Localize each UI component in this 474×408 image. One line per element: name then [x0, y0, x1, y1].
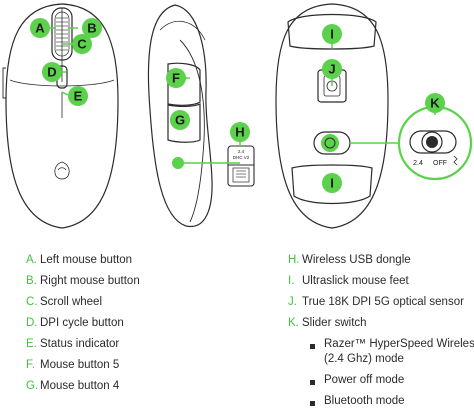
dongle-label-line2: DHC V2 — [233, 155, 250, 160]
svg-text:A: A — [35, 21, 45, 36]
callout-e: E — [68, 86, 88, 106]
callout-h: H — [230, 122, 250, 142]
legend-item-a: A.Left mouse button — [26, 254, 133, 266]
legend-item-k: K.Slider switch — [288, 317, 367, 329]
callout-switch-dot — [321, 134, 339, 152]
svg-text:F: F — [172, 71, 180, 86]
switch-label-off: OFF — [433, 160, 447, 167]
callout-f: F — [166, 68, 186, 88]
svg-text:G: G — [175, 113, 185, 128]
switch-label-2-4: 2.4 — [413, 160, 423, 167]
callout-g: G — [170, 110, 190, 130]
mouse-diagram: 2.4 DHC V2 2.4 OFF — [2, 3, 473, 229]
legend-item-c: C.Scroll wheel — [26, 296, 102, 308]
dongle-label-line1: 2.4 — [238, 149, 245, 154]
callout-j: J — [322, 59, 342, 79]
legend-item-g: G.Mouse button 4 — [26, 380, 120, 392]
callout-k: K — [425, 93, 445, 113]
callout-b: B — [82, 18, 102, 38]
mouse-top-view — [2, 3, 119, 229]
callout-status-dot — [172, 157, 184, 169]
legend-item-b: B.Right mouse button — [26, 275, 140, 287]
bluetooth-icon — [453, 155, 458, 166]
svg-text:E: E — [74, 89, 83, 104]
svg-text:J: J — [328, 62, 335, 77]
legend-item-j: J.True 18K DPI 5G optical sensor — [288, 296, 464, 308]
callout-i-top: I — [322, 24, 342, 44]
callout-a: A — [30, 18, 50, 38]
legend-item-e: E.Status indicator — [26, 338, 120, 350]
switch-zoom — [350, 105, 473, 181]
svg-text:H: H — [235, 125, 244, 140]
callout-c: C — [72, 34, 92, 54]
callout-i-bottom: I — [322, 173, 342, 193]
svg-text:C: C — [77, 37, 87, 52]
legend-item-d: D.DPI cycle button — [26, 317, 124, 329]
callout-lines — [48, 27, 436, 186]
legend-item-i: I.Ultraslick mouse feet — [288, 275, 409, 287]
legend-item-f: F.Mouse button 5 — [26, 359, 120, 371]
svg-text:D: D — [47, 65, 56, 80]
usb-dongle — [227, 145, 255, 187]
svg-text:B: B — [87, 21, 96, 36]
bullet-icon — [310, 401, 315, 406]
bullet-icon — [310, 380, 315, 385]
svg-text:I: I — [330, 176, 334, 191]
callout-d: D — [42, 62, 62, 82]
legend-item-h: H.Wireless USB dongle — [288, 254, 411, 266]
svg-text:I: I — [330, 27, 334, 42]
mouse-side-view — [147, 4, 213, 228]
svg-text:K: K — [430, 96, 440, 111]
bullet-icon — [310, 344, 315, 349]
